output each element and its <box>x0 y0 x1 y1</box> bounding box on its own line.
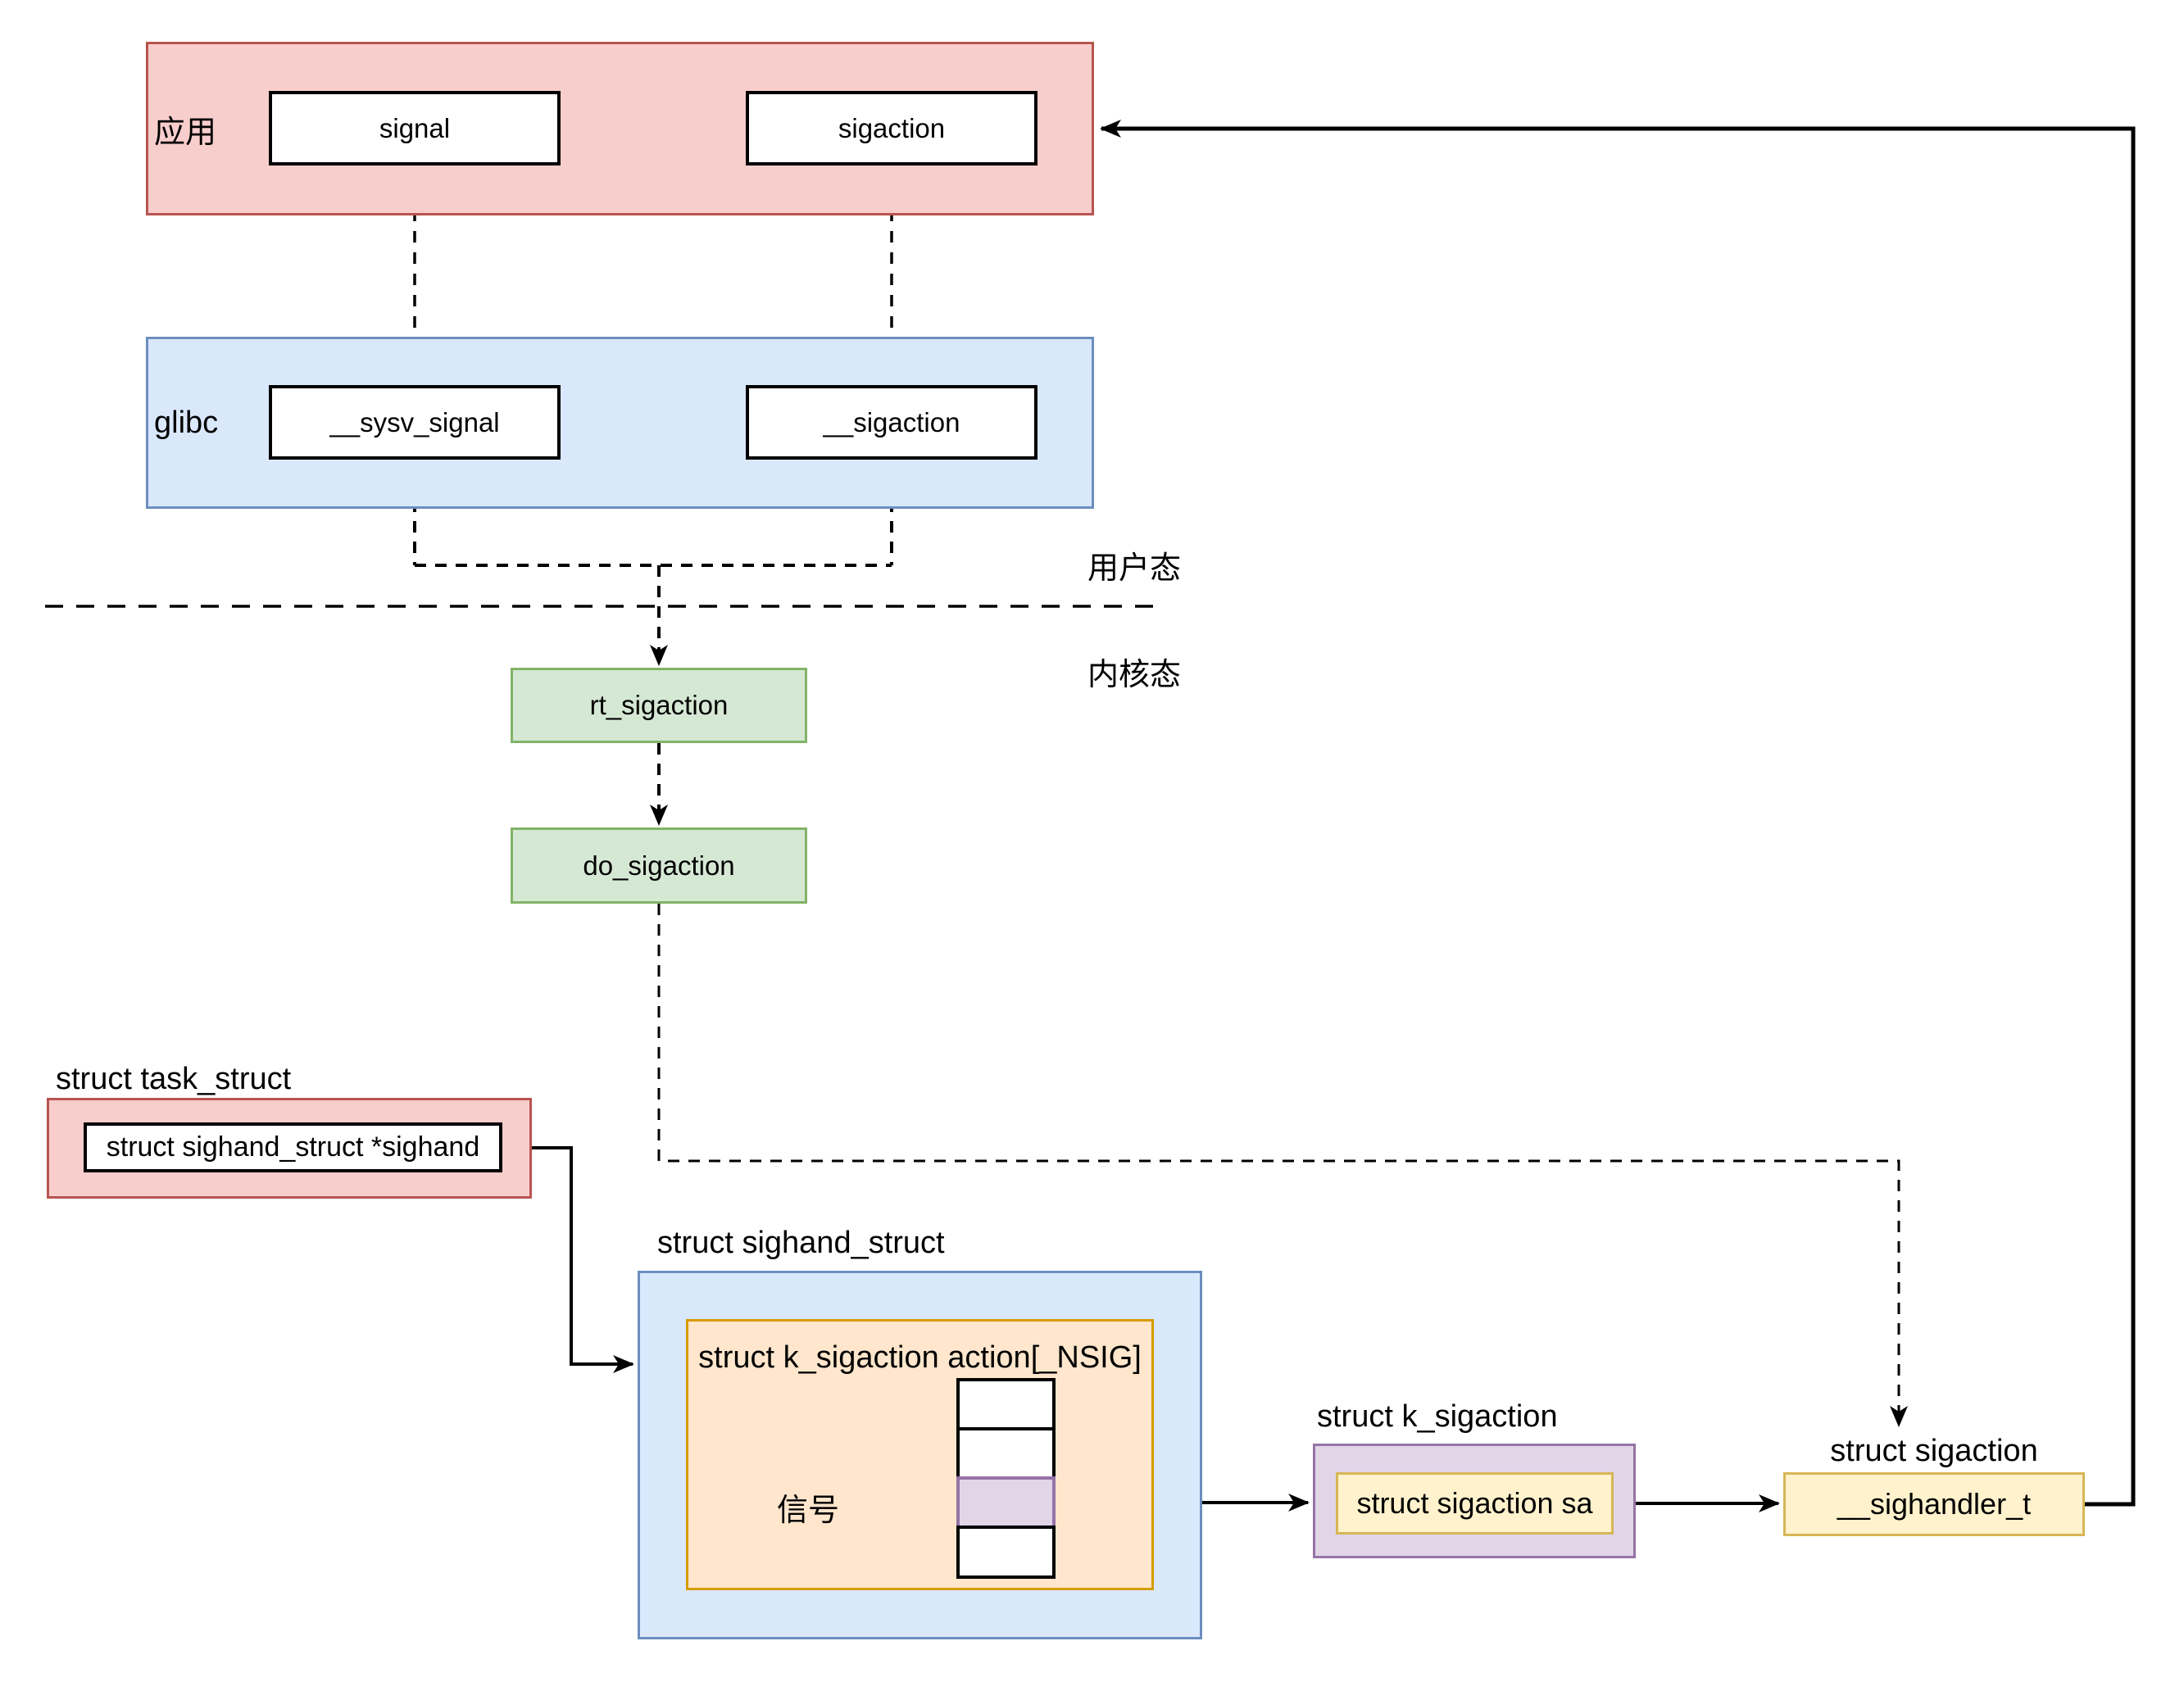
signal-cn-label: 信号 <box>777 1494 840 1528</box>
action-cell-0 <box>956 1378 1056 1430</box>
sigaction-sa-node: struct sigaction sa <box>1336 1472 1614 1535</box>
sigaction-node: sigaction <box>746 91 1038 165</box>
arrow-sighandler-to-app <box>1100 120 2136 1507</box>
user-mode-label: 用户态 <box>1087 551 1182 586</box>
k-sigaction-title: struct k_sigaction <box>1317 1399 1558 1434</box>
action-array-box <box>686 1319 1154 1590</box>
arrow-do-sigaction-to-struct-sigaction <box>657 904 1908 1427</box>
do-sigaction-node: do_sigaction <box>511 827 807 904</box>
signal-node: signal <box>269 91 561 165</box>
action-cell-selected <box>956 1476 1056 1529</box>
sighandler-t-node: __sighandler_t <box>1783 1472 2085 1536</box>
arrow-sighand-ptr-to-sighand-struct <box>502 1146 634 1373</box>
action-cell-3 <box>956 1526 1056 1579</box>
sigaction-struct-title: struct sigaction <box>1830 1434 2038 1468</box>
task-struct-title: struct task_struct <box>56 1062 292 1096</box>
app-layer-label: 应用 <box>154 115 217 150</box>
sysv-signal-node: __sysv_signal <box>269 385 561 460</box>
kernel-mode-label: 内核态 <box>1087 658 1182 692</box>
glibc-sigaction-node: __sigaction <box>746 385 1038 460</box>
rt-sigaction-node: rt_sigaction <box>511 668 807 743</box>
merge-lines-glibc <box>413 460 893 567</box>
sighand-pointer-node: struct sighand_struct *sighand <box>84 1122 502 1172</box>
action-array-title: struct k_sigaction action[_NSIG] <box>698 1340 1142 1375</box>
sighand-struct-title: struct sighand_struct <box>657 1226 945 1260</box>
action-cell-1 <box>956 1427 1056 1480</box>
glibc-layer-label: glibc <box>154 405 219 440</box>
